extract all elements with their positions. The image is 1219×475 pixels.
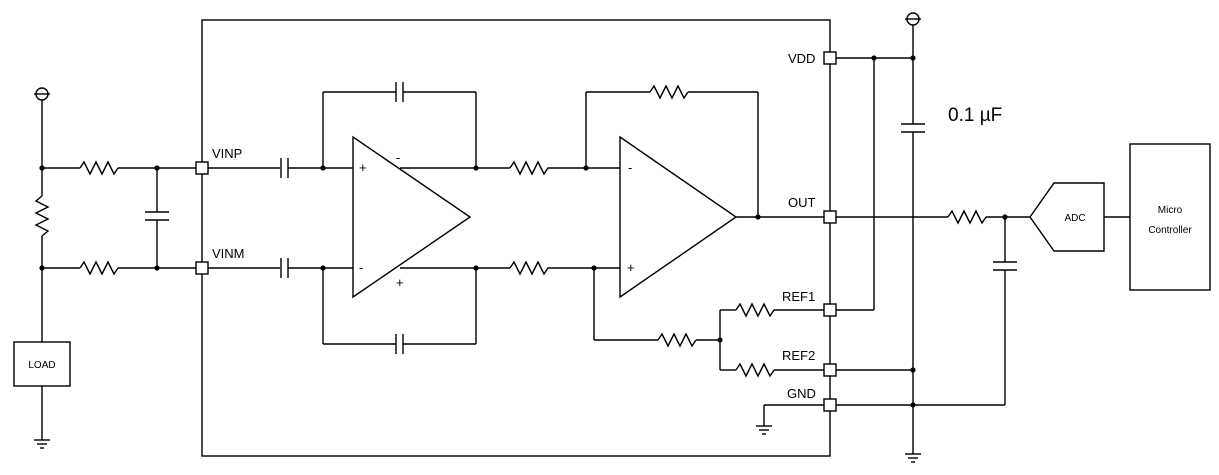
input-resistor-top (509, 160, 552, 176)
bypass-cap-label: 0.1 µF (948, 105, 1002, 126)
reference-resistor (657, 332, 697, 348)
ref2-resistor (735, 362, 775, 378)
pin-vdd (823, 51, 837, 65)
opamp1-minus-bottom: - (359, 260, 363, 275)
external-network: 0.1 µF ADC Micro Controller (836, 12, 1211, 463)
feedback-resistor (649, 84, 689, 100)
pin-ref1 (823, 303, 837, 317)
pin-ref1-label: REF1 (782, 289, 815, 304)
pin-vdd-label: VDD (788, 51, 815, 66)
opamp2-minus: - (628, 160, 632, 175)
input-resistor-bottom (509, 260, 552, 276)
load-label: LOAD (28, 360, 55, 371)
pin-ref2 (823, 363, 837, 377)
opamp1-plus-bottom: + (396, 275, 404, 290)
ref1-resistor (735, 302, 775, 318)
opamp1-plus-top: + (359, 160, 367, 175)
pin-ref2-label: REF2 (782, 348, 815, 363)
pin-vinp-label: VINP (212, 146, 242, 161)
pin-vinp (195, 161, 209, 175)
input-network: LOAD (13, 87, 196, 449)
microcontroller-box (1129, 143, 1211, 291)
first-stage: + - - + (208, 82, 510, 354)
output-resistor (947, 209, 987, 225)
filter-resistor-bottom (79, 260, 119, 276)
mcu-label-line2: Controller (1148, 225, 1192, 236)
adc-label: ADC (1064, 213, 1085, 224)
filter-resistor-top (79, 160, 119, 176)
pin-out-label: OUT (788, 195, 816, 210)
opamp-2 (619, 135, 738, 299)
opamp1-minus-top: - (396, 150, 400, 165)
ground-symbol-internal (756, 425, 772, 435)
pin-out (823, 210, 837, 224)
ground-symbol-right (905, 453, 921, 463)
ic-package (201, 19, 831, 457)
pin-gnd (823, 398, 837, 412)
second-stage: - + (509, 84, 824, 378)
mcu-label-line1: Micro (1158, 205, 1183, 216)
pin-vinm-label: VINM (212, 246, 245, 261)
ground-symbol-left (34, 439, 50, 449)
shunt-resistor (34, 195, 50, 237)
opamp2-plus: + (627, 260, 635, 275)
pin-vinm (195, 261, 209, 275)
pin-gnd-label: GND (787, 386, 816, 401)
opamp-1 (352, 135, 472, 299)
